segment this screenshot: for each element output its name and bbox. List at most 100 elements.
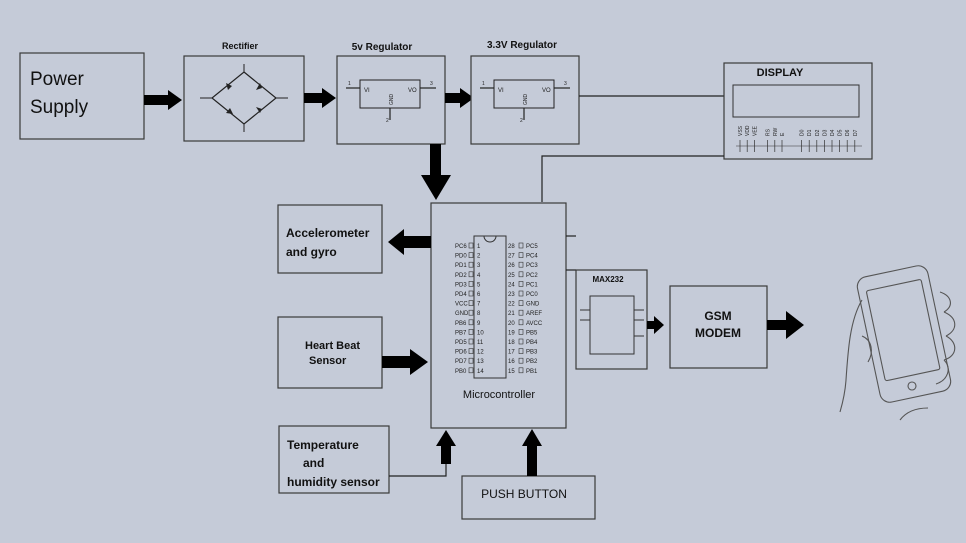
- display-pin-label: VEE: [752, 125, 758, 136]
- mcu-left-pin-label: PD7: [455, 359, 467, 365]
- regulator-3v3-block: 3.3V Regulator VI VO GND 1 3 2: [470, 40, 580, 145]
- display-pin-label: D6: [845, 129, 851, 136]
- mcu-left-pin: [468, 271, 474, 278]
- rectifier-block: Rectifier: [183, 41, 305, 142]
- mcu-right-pin-number: 15: [508, 369, 515, 375]
- display-screen: [732, 84, 860, 118]
- mcu-left-pin-number: 8: [477, 311, 481, 317]
- mcu-left-pin-label: PD4: [455, 292, 467, 298]
- display-pin-label: D1: [807, 129, 813, 136]
- mcu-right-pin-label: PC4: [526, 254, 538, 260]
- mcu-right-pin: [518, 252, 524, 258]
- mcu-right-pin-number: 17: [508, 350, 515, 356]
- regulator-5v-block: 5v Regulator VI VO GND 1 3 2: [336, 42, 446, 145]
- arrow-5v-to-mcu: [421, 144, 451, 200]
- heart-beat-label-1: Heart Beat: [305, 340, 360, 352]
- mcu-right-pin-number: 16: [508, 359, 515, 365]
- mcu-right-pin: [518, 329, 524, 335]
- accelerometer-label-2: and gyro: [286, 245, 337, 259]
- mcu-left-pin: [468, 242, 474, 249]
- mcu-right-pin: [518, 367, 524, 374]
- regulator-3v3-pin3: 3: [564, 81, 567, 87]
- mcu-left-pin-label: PD6: [455, 350, 467, 356]
- accelerometer-box: [277, 204, 383, 274]
- mcu-right-pin-label: PB2: [526, 359, 538, 365]
- regulator-3v3-vi: VI: [498, 88, 504, 94]
- heart-beat-block: Heart Beat Sensor: [277, 316, 383, 389]
- mcu-right-pin-number: 20: [508, 321, 515, 327]
- max232-chip: [589, 295, 635, 355]
- mcu-right-pin-label: PB1: [526, 369, 538, 375]
- regulator-3v3-gnd: GND: [523, 94, 529, 106]
- arrow-5v-to-3v3: [445, 88, 474, 108]
- mcu-left-pin-label: PD5: [455, 340, 467, 346]
- push-button-label: PUSH BUTTON: [481, 487, 567, 501]
- heart-beat-label-2: Sensor: [309, 355, 347, 367]
- arrow-heart-to-mcu: [382, 349, 428, 375]
- display-pin-label: E: [780, 132, 786, 136]
- mcu-left-pin-number: 2: [477, 254, 481, 260]
- mcu-right-pin: [518, 319, 524, 326]
- mcu-left-pin-number: 5: [477, 282, 481, 288]
- display-pin-label: D0: [800, 129, 806, 136]
- mcu-right-pin-label: PB4: [526, 340, 538, 346]
- mcu-right-pin: [518, 300, 524, 306]
- mcu-left-pin-number: 14: [477, 369, 484, 375]
- display-pin-label: VDD: [745, 125, 751, 136]
- smartphone-hand-icon: [839, 265, 956, 421]
- mcu-right-pin-number: 28: [508, 244, 515, 250]
- display-pin-label: RS: [766, 128, 772, 136]
- display-pin-label: D3: [822, 129, 828, 136]
- accelerometer-block: Accelerometer and gyro: [277, 204, 383, 274]
- mcu-right-pin: [518, 271, 524, 278]
- mcu-right-pin-number: 25: [508, 273, 515, 279]
- mcu-right-pin: [518, 281, 524, 287]
- arrow-rectifier-to-5v: [304, 88, 336, 108]
- mcu-right-pin-label: AVCC: [526, 321, 543, 327]
- arrow-max232-to-gsm: [647, 316, 664, 334]
- regulator-3v3-pin1: 1: [482, 81, 485, 87]
- mcu-left-pin-number: 6: [477, 292, 481, 298]
- mcu-left-pin-label: VCC: [455, 302, 468, 308]
- mcu-right-pin: [518, 290, 524, 297]
- mcu-left-pin: [468, 252, 474, 258]
- regulator-3v3-pin2: 2: [520, 118, 523, 124]
- display-pin-label: D4: [830, 129, 836, 136]
- mcu-right-pin-label: PB3: [526, 350, 538, 356]
- mcu-right-pin-number: 23: [508, 292, 515, 298]
- push-button-block: PUSH BUTTON: [461, 475, 596, 520]
- mcu-right-pin-label: AREF: [526, 311, 542, 317]
- mcu-left-pin-number: 13: [477, 359, 484, 365]
- regulator-3v3-box: [470, 55, 580, 145]
- regulator-5v-vo: VO: [408, 88, 417, 94]
- mcu-right-pin-number: 18: [508, 340, 515, 346]
- mcu-right-pin: [518, 309, 524, 316]
- mcu-left-pin-number: 3: [477, 263, 481, 269]
- power-supply-label-2: Supply: [30, 97, 89, 118]
- power-supply-box: [19, 52, 145, 140]
- power-supply-label-1: Power: [30, 69, 85, 90]
- mcu-left-pin: [468, 357, 474, 364]
- mcu-right-pin: [518, 338, 524, 345]
- temperature-box: [278, 425, 390, 494]
- mcu-left-pin: [468, 319, 474, 326]
- mcu-left-pin-label: PC6: [455, 244, 467, 250]
- max232-block: MAX232: [575, 269, 648, 370]
- mcu-left-pin: [468, 290, 474, 297]
- mcu-left-pin-number: 7: [477, 302, 481, 308]
- arrow-ps-to-rectifier: [144, 90, 182, 110]
- accelerometer-label-1: Accelerometer: [286, 226, 370, 240]
- heart-beat-box: [277, 316, 383, 389]
- mcu-right-pin: [518, 357, 524, 364]
- wire-mcu-to-display: [541, 155, 724, 202]
- regulator-5v-pin3: 3: [430, 81, 433, 87]
- mcu-left-pin-label: PB6: [455, 321, 467, 327]
- display-pin-label: VSS: [738, 125, 744, 136]
- mcu-right-pin-number: 27: [508, 254, 515, 260]
- mcu-left-pin-number: 4: [477, 273, 481, 279]
- regulator-5v-pin1: 1: [348, 81, 351, 87]
- display-pin-label: RW: [773, 127, 779, 136]
- mcu-left-pin: [468, 348, 474, 354]
